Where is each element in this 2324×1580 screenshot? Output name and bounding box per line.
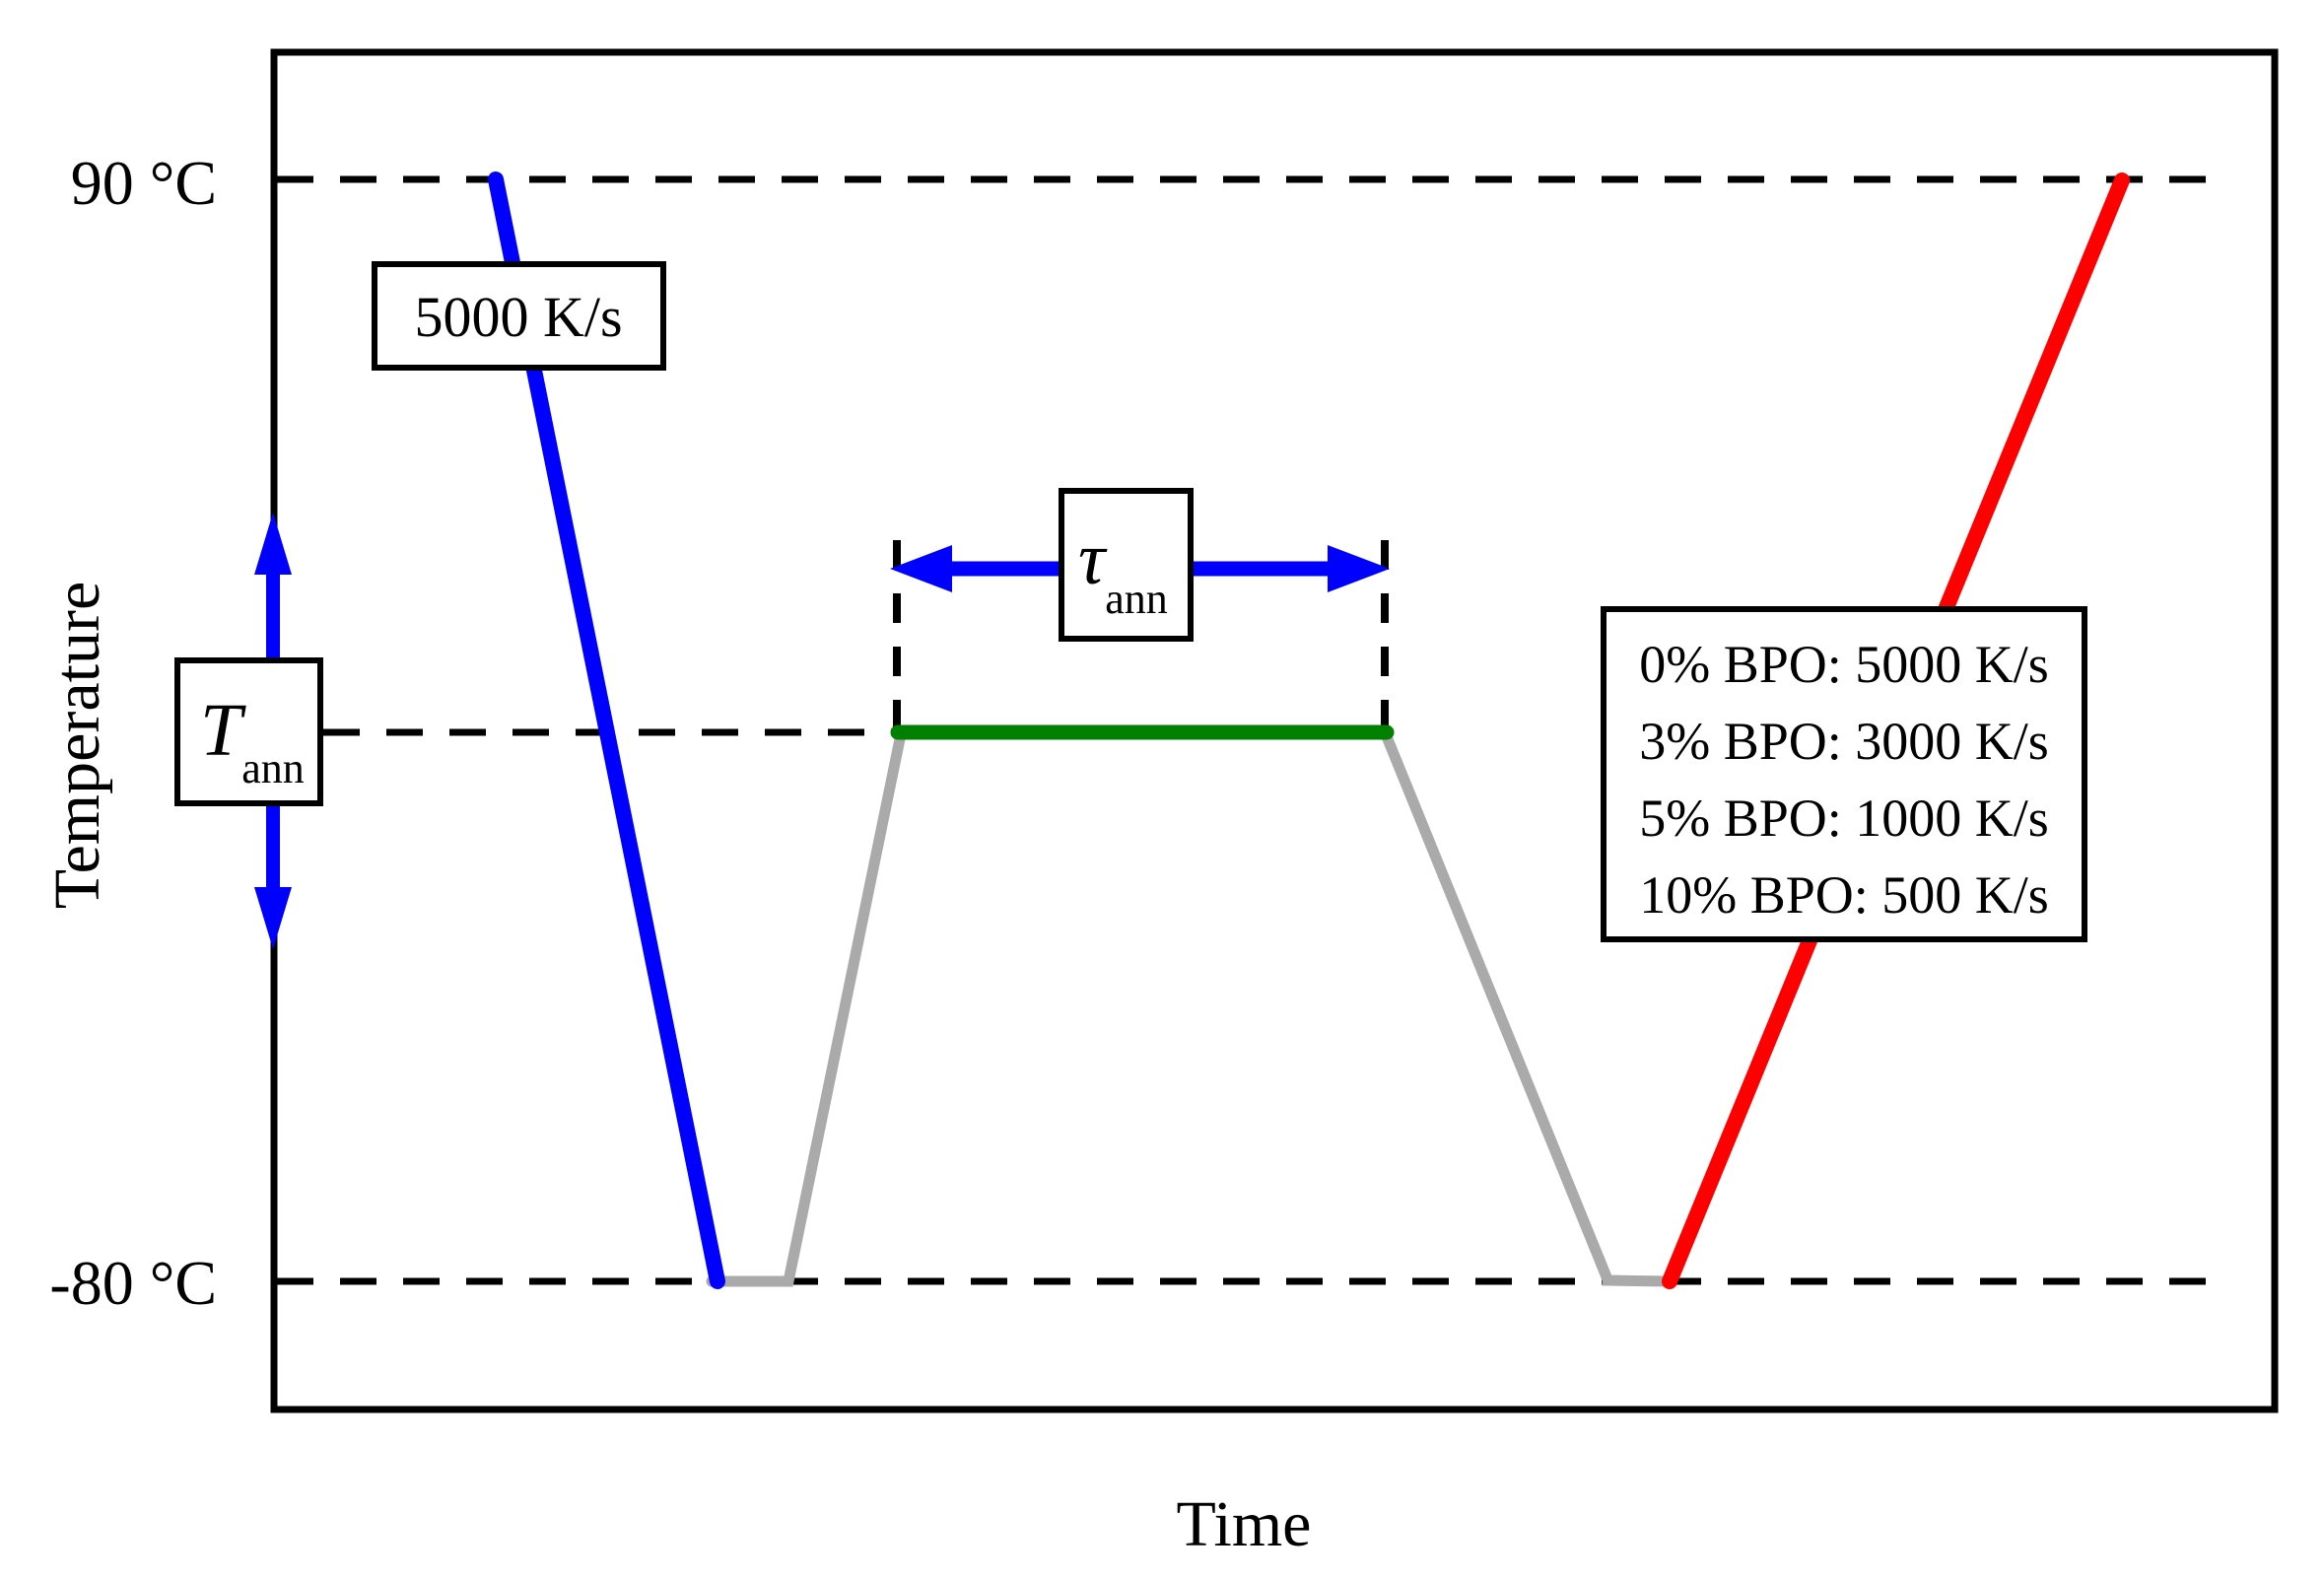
tau-box: τann <box>1059 488 1194 642</box>
cooling-rate-box-frame <box>372 261 666 371</box>
tau-subscript: ann <box>1105 575 1168 623</box>
x-axis-title: Time <box>1177 1488 1312 1560</box>
segment-cool-after-annealing <box>1380 728 1675 1287</box>
cooling-rate-box: 5000 K/s <box>372 261 666 371</box>
cooling-rate-label: 5000 K/s <box>414 285 622 349</box>
legend-box: 0% BPO: 5000 K/s 3% BPO: 3000 K/s 5% BPO… <box>1601 606 2087 942</box>
segment-heat-to-annealing <box>706 728 907 1287</box>
y-axis-title: Temperature <box>41 582 113 910</box>
tick-label-minus80c: -80 °C <box>49 1248 217 1318</box>
legend-box-frame <box>1601 606 2087 942</box>
tau-label: τann <box>1078 517 1168 623</box>
tann-arrowhead-down <box>254 887 292 949</box>
tick-label-90c: 90 °C <box>71 148 217 218</box>
legend-line-1: 3% BPO: 3000 K/s <box>1639 712 2049 771</box>
legend-line-0: 0% BPO: 5000 K/s <box>1639 635 2049 694</box>
tann-label: Tann <box>200 689 305 792</box>
legend-line-3: 10% BPO: 500 K/s <box>1639 865 2049 925</box>
tann-box: Tann <box>174 657 323 806</box>
tann-symbol: T <box>200 689 246 772</box>
tann-box-frame <box>174 657 323 806</box>
tann-arrowhead-up <box>254 513 292 575</box>
tann-subscript: ann <box>241 744 305 792</box>
tau-arrowhead-right <box>1328 545 1390 592</box>
tau-box-frame <box>1059 488 1194 642</box>
legend-line-2: 5% BPO: 1000 K/s <box>1639 789 2049 848</box>
tau-arrowhead-left <box>890 545 952 592</box>
tau-symbol: τ <box>1078 517 1108 600</box>
